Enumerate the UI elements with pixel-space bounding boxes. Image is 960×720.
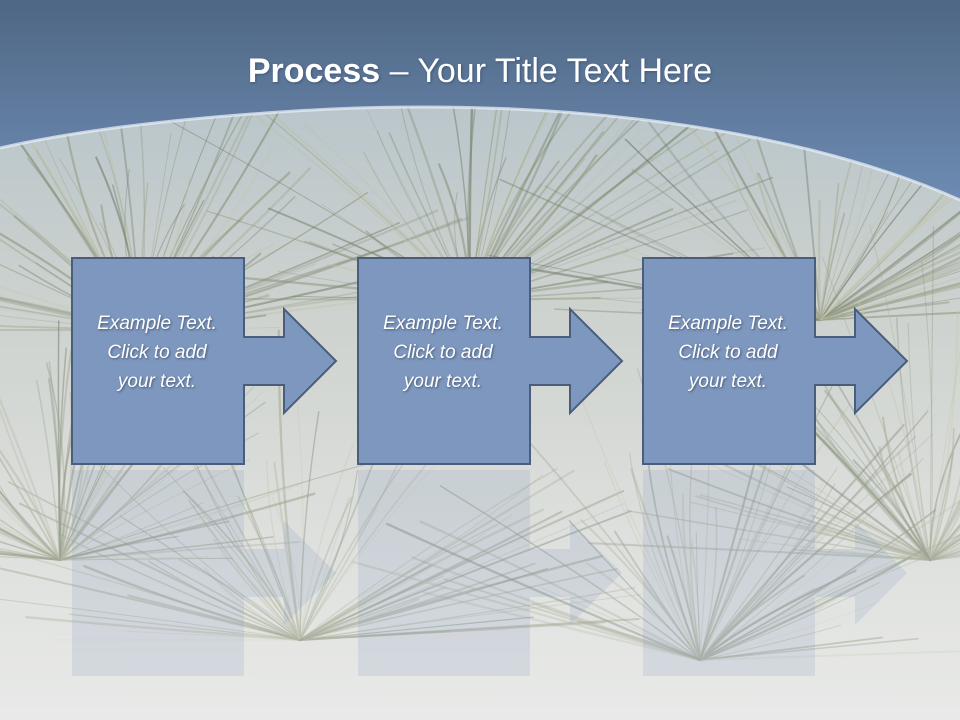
step-text-line: Click to add [678,342,778,363]
step-text-line: Example Text. [668,313,788,334]
step-text-line: Example Text. [97,313,217,334]
process-step-3[interactable]: Example Text. Click to add your text. [642,257,932,676]
step-text-line: your text. [403,371,483,392]
step-arrow-shape [642,257,909,676]
step-text-line: your text. [688,371,768,392]
step-text[interactable]: Example Text. Click to add your text. [71,309,243,396]
step-text[interactable]: Example Text. Click to add your text. [642,309,814,396]
header-band [0,0,960,200]
title-rest: – Your Title Text Here [380,52,713,90]
step-arrow-shape [357,257,624,676]
title-bold: Process [247,52,381,90]
process-step-2[interactable]: Example Text. Click to add your text. [357,257,647,676]
step-text-line: Click to add [393,342,493,363]
slide-title[interactable]: Process – Your Title Text Here [0,52,960,91]
process-step-1[interactable]: Example Text. Click to add your text. [71,257,361,676]
step-text-line: Click to add [107,342,207,363]
step-text-line: your text. [117,371,197,392]
header-highlight [0,105,960,202]
step-text-line: Example Text. [383,313,503,334]
step-text[interactable]: Example Text. Click to add your text. [357,309,529,396]
step-arrow-shape [71,257,338,676]
